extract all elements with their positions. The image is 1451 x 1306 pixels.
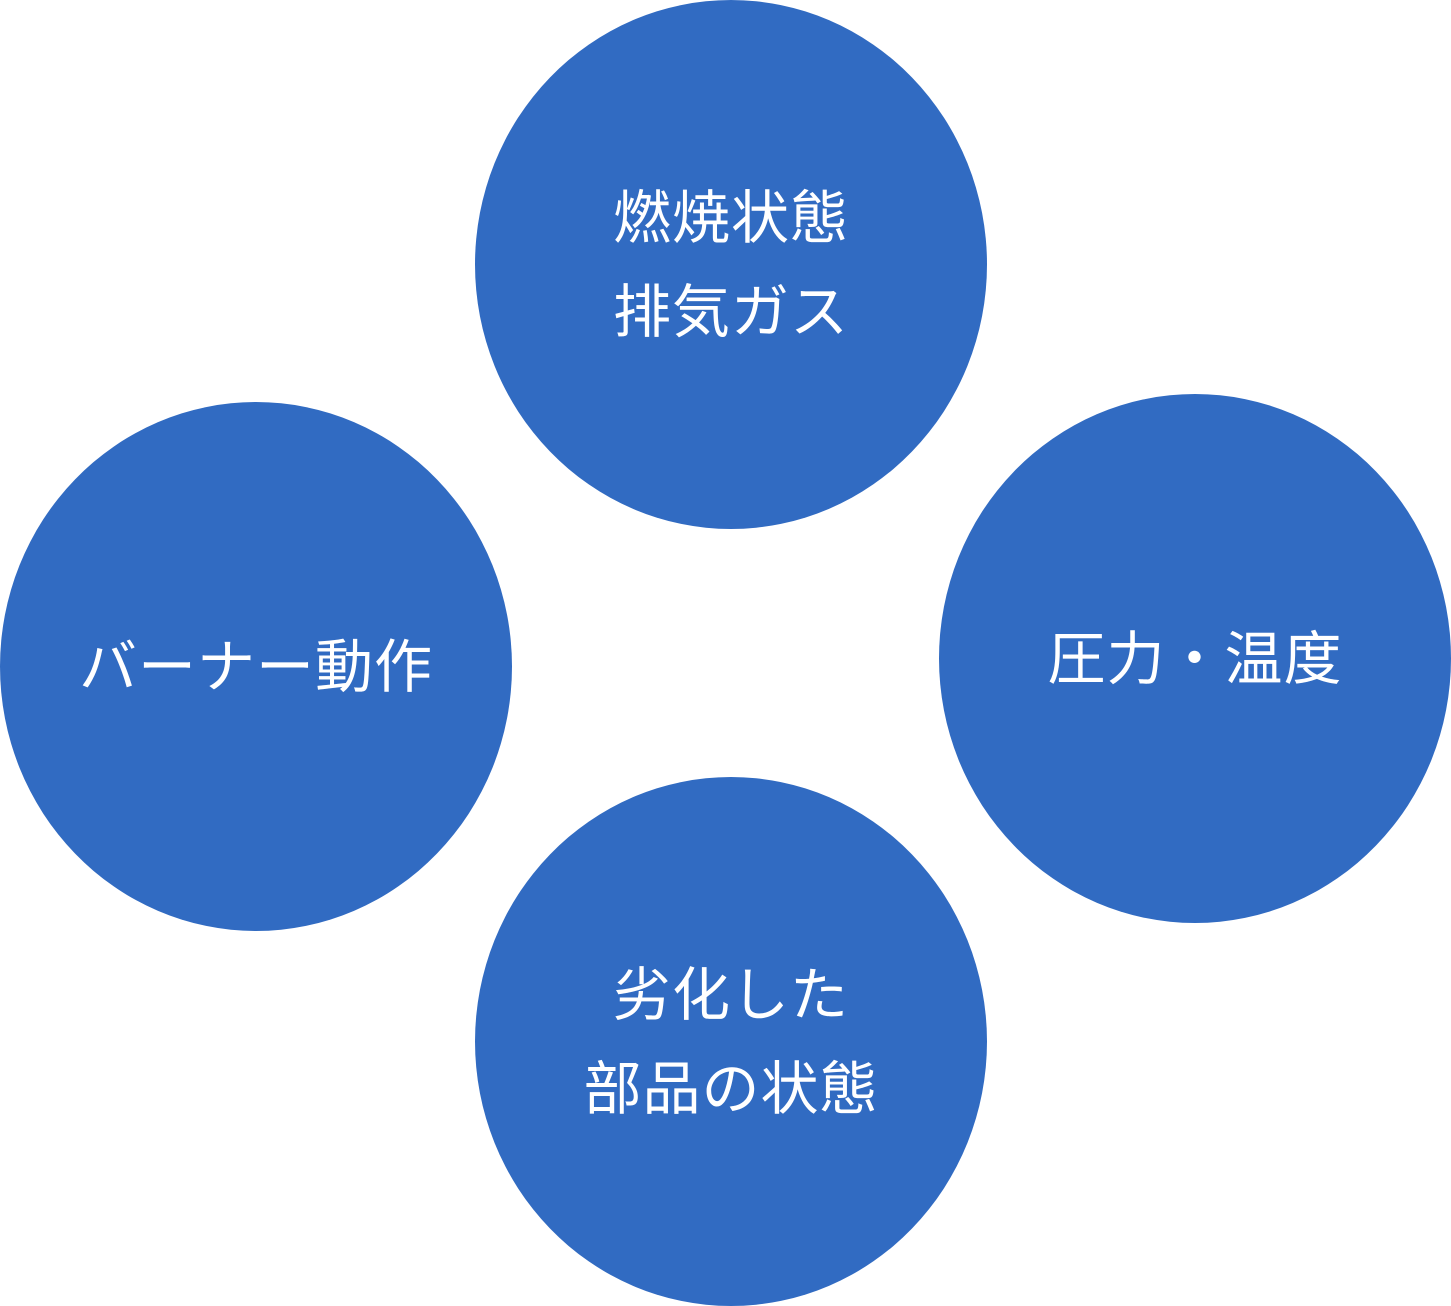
node-degraded-parts: 劣化した 部品の状態	[475, 777, 987, 1306]
node-label: 燃焼状態 排気ガス	[612, 183, 849, 346]
node-pressure-temperature: 圧力・温度	[939, 394, 1451, 923]
node-burner-operation: バーナー動作	[0, 402, 512, 931]
node-label: バーナー動作	[78, 632, 433, 701]
node-combustion-exhaust: 燃焼状態 排気ガス	[475, 0, 987, 529]
node-label: 圧力・温度	[1047, 624, 1343, 693]
node-label: 劣化した 部品の状態	[583, 960, 879, 1123]
